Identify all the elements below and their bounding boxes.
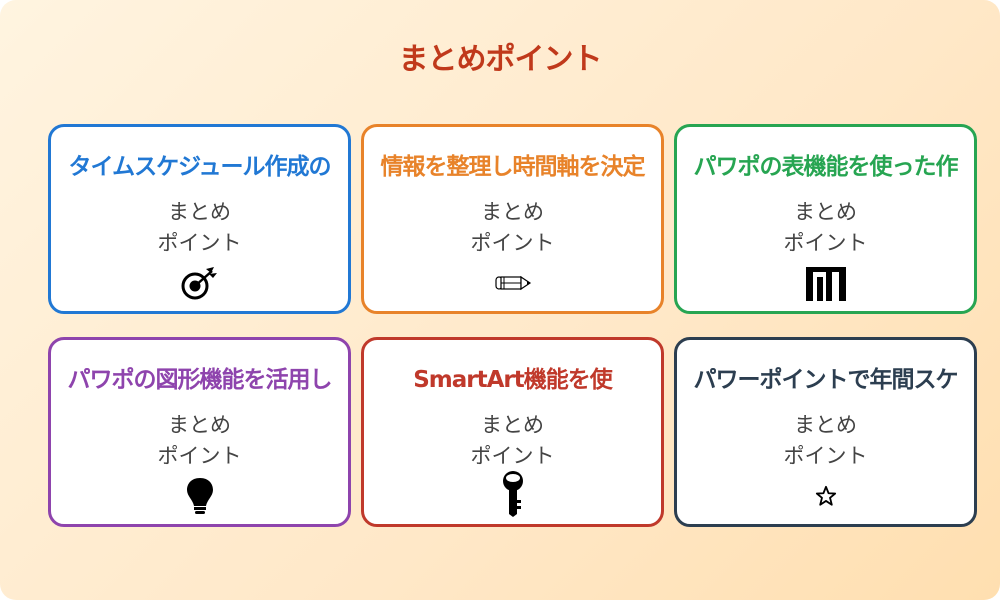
card-title: SmartArt機能を使	[413, 367, 613, 393]
card-subtitle: まとめ ポイント	[51, 410, 348, 472]
target-arrow-icon	[51, 263, 348, 303]
card-shape-feature: パワポの図形機能を活用し まとめ ポイント	[48, 337, 351, 527]
card-smartart: SmartArt機能を使 まとめ ポイント	[361, 337, 664, 527]
page-title: まとめポイント	[398, 42, 603, 77]
card-sub-line2: ポイント	[783, 444, 868, 468]
card-title: パワポの表機能を使った作	[693, 154, 959, 180]
card-annual-schedule: パワーポイントで年間スケ まとめ ポイント	[674, 337, 977, 527]
card-sub-line1: まとめ	[794, 200, 857, 224]
card-subtitle: まとめ ポイント	[364, 197, 661, 259]
card-sub-line2: ポイント	[470, 231, 555, 255]
star-icon	[677, 476, 974, 516]
card-time-schedule: タイムスケジュール作成の まとめ ポイント	[48, 124, 351, 314]
card-sub-line2: ポイント	[470, 444, 555, 468]
card-title: タイムスケジュール作成の	[68, 154, 332, 180]
card-subtitle: まとめ ポイント	[677, 197, 974, 259]
card-sub-line1: まとめ	[168, 200, 231, 224]
lightbulb-icon	[51, 476, 348, 516]
card-sub-line2: ポイント	[157, 231, 242, 255]
card-title: パワポの図形機能を活用し	[67, 367, 333, 393]
card-sub-line1: まとめ	[481, 200, 544, 224]
card-sub-line2: ポイント	[157, 444, 242, 468]
card-sub-line1: まとめ	[794, 413, 857, 437]
key-icon	[364, 470, 661, 518]
card-title: 情報を整理し時間軸を決定	[380, 154, 646, 180]
card-subtitle: まとめ ポイント	[677, 410, 974, 472]
pencil-icon	[364, 263, 661, 303]
card-sub-line1: まとめ	[481, 413, 544, 437]
bar-chart-icon	[677, 263, 974, 303]
card-sub-line1: まとめ	[168, 413, 231, 437]
card-table-feature: パワポの表機能を使った作 まとめ ポイント	[674, 124, 977, 314]
card-subtitle: まとめ ポイント	[51, 197, 348, 259]
card-title: パワーポイントで年間スケ	[693, 367, 959, 393]
card-organize-info: 情報を整理し時間軸を決定 まとめ ポイント	[361, 124, 664, 314]
card-sub-line2: ポイント	[783, 231, 868, 255]
card-subtitle: まとめ ポイント	[364, 410, 661, 472]
